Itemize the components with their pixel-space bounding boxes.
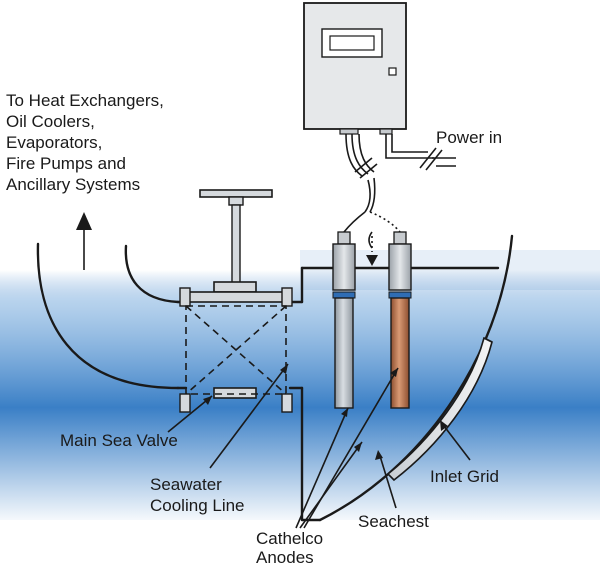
power-in-cable — [385, 134, 456, 171]
arrow-down-icon — [366, 231, 378, 266]
seachest-label: Seachest — [358, 512, 429, 531]
anode-cable — [343, 133, 401, 233]
control-panel-icon — [303, 2, 407, 135]
cathelco-anode-aluminium — [332, 231, 356, 409]
cathelco-anodes-label-2: Anodes — [256, 548, 314, 566]
valve-handwheel-icon — [199, 189, 273, 288]
destination-line-2: Oil Coolers, — [6, 112, 95, 131]
destination-label: To Heat Exchangers, Oil Coolers, Evapora… — [6, 91, 164, 194]
label-pointers — [167, 363, 471, 529]
seawater-cooling-line-label-1: Seawater — [150, 475, 222, 494]
destination-line-5: Ancillary Systems — [6, 175, 140, 194]
inlet-grid-label: Inlet Grid — [430, 467, 499, 486]
seawater-cooling-line-label-2: Cooling Line — [150, 496, 245, 515]
arrow-up-icon — [76, 212, 92, 270]
main-sea-valve — [179, 281, 293, 413]
destination-line-1: To Heat Exchangers, — [6, 91, 164, 110]
destination-line-4: Fire Pumps and — [6, 154, 126, 173]
power-in-label: Power in — [436, 128, 502, 147]
inlet-grid — [386, 336, 493, 482]
cathelco-anode-copper — [388, 231, 412, 409]
destination-line-3: Evaporators, — [6, 133, 102, 152]
main-sea-valve-label: Main Sea Valve — [60, 431, 178, 450]
sea-water — [0, 270, 600, 520]
cathelco-anodes-label-1: Cathelco — [256, 529, 323, 548]
